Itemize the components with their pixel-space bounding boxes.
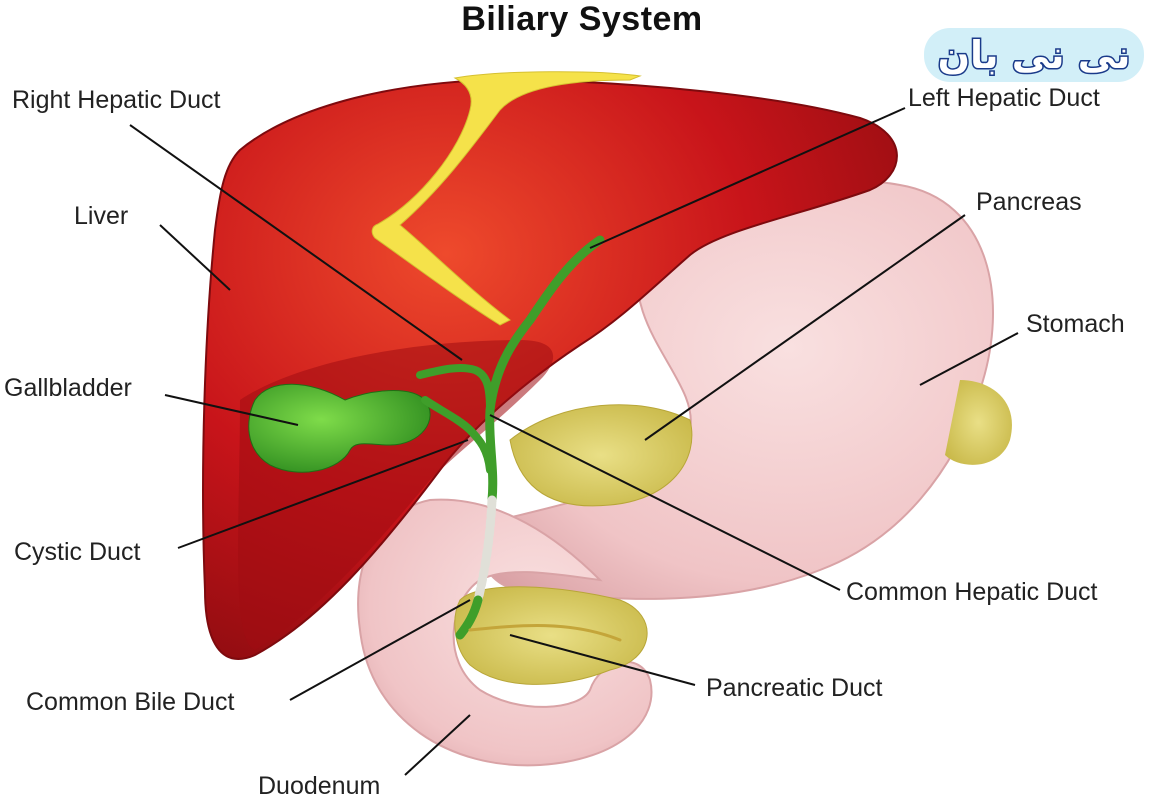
falciform-ligament bbox=[371, 71, 642, 326]
label-liver: Liver bbox=[74, 202, 129, 230]
watermark-logo: نی نی بان bbox=[922, 22, 1146, 88]
leader-pancreas bbox=[644, 214, 966, 441]
diagram-title: Biliary System bbox=[461, 0, 703, 38]
label-stomach: Stomach bbox=[1026, 310, 1125, 338]
leader-duodenum bbox=[404, 714, 471, 776]
leader-common-bile-duct bbox=[289, 599, 471, 701]
label-right-hepatic-duct: Right Hepatic Duct bbox=[12, 86, 221, 114]
label-common-bile-duct: Common Bile Duct bbox=[26, 688, 235, 716]
label-cystic-duct: Cystic Duct bbox=[14, 538, 141, 566]
leader-left-hepatic-duct bbox=[589, 107, 906, 249]
leader-cystic-duct bbox=[177, 439, 469, 549]
logo-background-icon bbox=[924, 28, 1144, 82]
gallbladder-shape bbox=[248, 383, 431, 473]
leader-stomach bbox=[919, 332, 1019, 386]
label-left-hepatic-duct: Left Hepatic Duct bbox=[908, 84, 1100, 112]
label-pancreatic-duct: Pancreatic Duct bbox=[706, 674, 883, 702]
leader-right-hepatic-duct bbox=[129, 124, 463, 361]
label-duodenum: Duodenum bbox=[258, 772, 381, 800]
leader-pancreatic-duct bbox=[509, 634, 696, 686]
label-pancreas: Pancreas bbox=[976, 188, 1082, 216]
bile-duct-tree bbox=[416, 235, 622, 642]
leader-lines bbox=[129, 107, 1019, 776]
leader-liver bbox=[159, 224, 231, 291]
leader-gallbladder bbox=[164, 394, 299, 426]
label-gallbladder: Gallbladder bbox=[4, 374, 132, 402]
leader-common-hepatic-duct bbox=[489, 414, 841, 591]
label-common-hepatic-duct: Common Hepatic Duct bbox=[846, 578, 1098, 606]
pancreas-shape bbox=[509, 404, 693, 507]
logo-text: نی نی بان bbox=[936, 32, 1132, 79]
